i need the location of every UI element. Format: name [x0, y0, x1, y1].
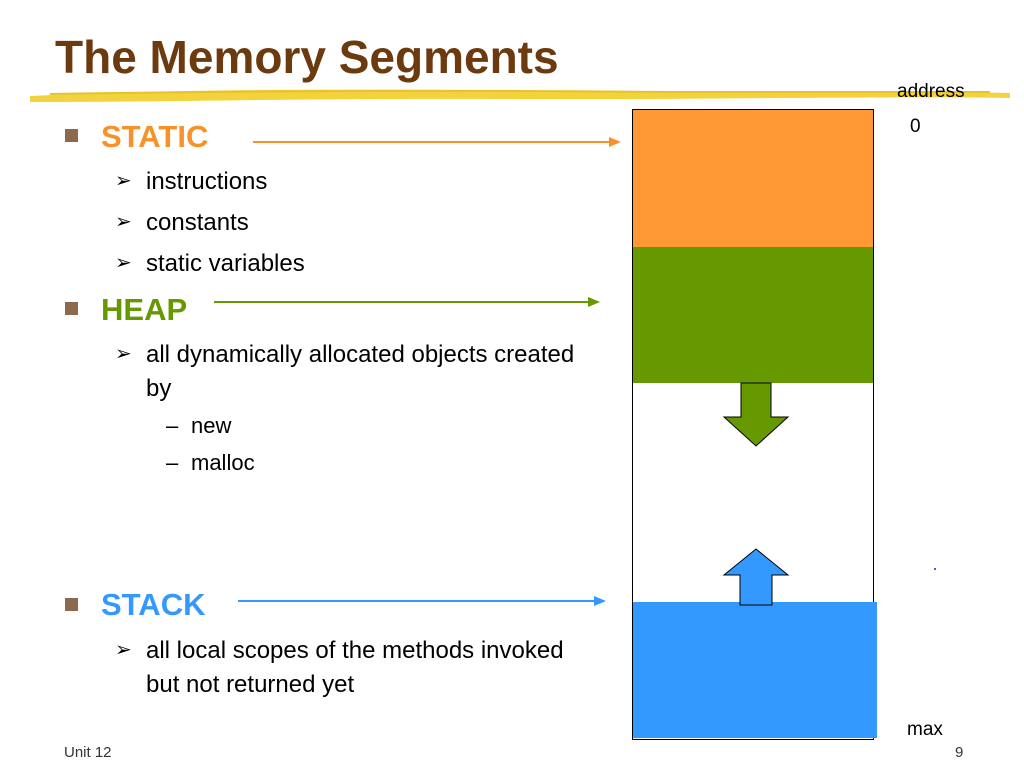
chevron-right-icon: ➢: [115, 170, 132, 192]
static-pointer-arrow: [253, 137, 621, 147]
chevron-right-icon: ➢: [115, 252, 132, 274]
static-item-instructions: instructions: [146, 168, 268, 195]
address-zero-label: 0: [910, 116, 921, 137]
heap-heading: HEAP: [101, 292, 188, 327]
title-underline-brushstroke: [30, 89, 1010, 102]
static-segment: [633, 110, 873, 247]
heap-segment: [633, 247, 873, 383]
stack-heading: STACK: [101, 587, 206, 622]
chevron-right-icon: ➢: [115, 639, 132, 661]
static-item-static-variables: static variables: [146, 250, 305, 277]
stray-dot: [934, 568, 936, 570]
slide-title: The Memory Segments: [55, 31, 559, 83]
heap-growth-down-arrow-icon: [722, 382, 790, 447]
bullet-square-icon: [65, 129, 78, 142]
bullet-square-icon: [65, 302, 78, 315]
static-heading: STATIC: [101, 119, 209, 154]
bullet-square-icon: [65, 598, 78, 611]
stack-item-text: all local scopes of the methods invoked …: [146, 637, 564, 698]
static-item-constants: constants: [146, 209, 249, 236]
chevron-right-icon: ➢: [115, 343, 132, 365]
heap-pointer-arrow: [214, 297, 600, 307]
slide-number: 9: [955, 744, 964, 761]
stack-growth-up-arrow-icon: [722, 548, 790, 606]
heap-subitem-new: new: [191, 413, 232, 438]
stack-segment: [633, 602, 877, 738]
heap-item-text: all dynamically allocated objects create…: [146, 341, 575, 402]
dash-bullet: –: [166, 413, 179, 438]
footer-unit-label: Unit 12: [64, 744, 112, 761]
stack-pointer-arrow: [238, 596, 606, 606]
dash-bullet: –: [166, 450, 179, 475]
chevron-right-icon: ➢: [115, 211, 132, 233]
address-max-label: max: [907, 719, 943, 740]
heap-subitem-malloc: malloc: [191, 450, 255, 475]
address-label: address: [897, 81, 965, 102]
